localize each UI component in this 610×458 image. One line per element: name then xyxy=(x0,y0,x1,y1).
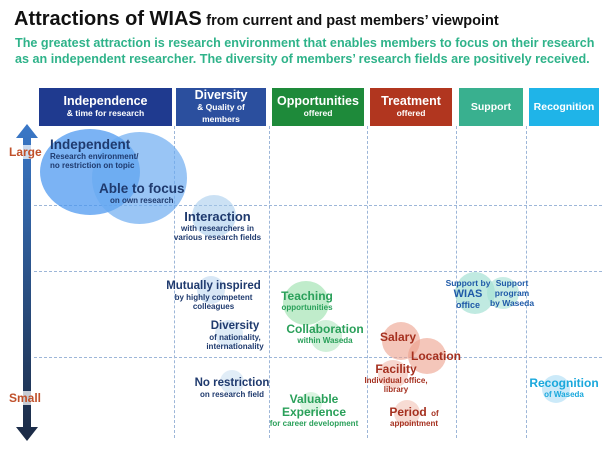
item-title: Diversity xyxy=(210,320,260,332)
column-header-support: Support xyxy=(459,88,523,126)
bubble-collaboration xyxy=(310,320,342,352)
bubble-location xyxy=(408,338,446,374)
column-title: Support xyxy=(470,101,512,113)
bubble-valuable xyxy=(300,392,322,414)
item-title: Independent xyxy=(50,137,131,152)
item-detail: on own research xyxy=(109,196,174,205)
item-detail: internationality xyxy=(206,342,264,351)
item-title: Location xyxy=(411,349,461,363)
item-facility: Facility Individual office, library xyxy=(360,362,432,395)
item-title: office xyxy=(455,300,480,310)
column-header-opportunities: Opportunities offered xyxy=(272,88,364,126)
column-title: Diversity xyxy=(194,88,248,102)
item-detail: with researchers in xyxy=(181,224,254,233)
bubble-teaching xyxy=(283,281,329,325)
grid-divider xyxy=(174,126,175,438)
column-title: Recognition xyxy=(533,101,595,113)
item-diversity: Diversity of nationality, internationali… xyxy=(200,320,270,351)
item-title: Period xyxy=(389,405,427,419)
item-collaboration: Collaboration within Waseda xyxy=(283,322,367,346)
bubble-diversity xyxy=(215,320,243,348)
column-header-recognition: Recognition xyxy=(529,88,599,126)
item-title: Interaction xyxy=(184,209,251,224)
item-title: Recognition xyxy=(529,376,599,390)
item-title: Facility xyxy=(375,362,417,376)
column-title: Opportunities xyxy=(277,94,359,108)
column-subtitle: & time for research xyxy=(66,108,145,118)
item-focus: Able to focus on own research xyxy=(99,181,185,205)
grid-divider xyxy=(34,357,602,358)
grid-divider xyxy=(367,126,368,438)
item-title: No restriction xyxy=(194,377,270,389)
bubble-mutual xyxy=(197,276,225,304)
column-subtitle: offered xyxy=(396,108,426,118)
item-mutual: Mutually inspired by highly competent co… xyxy=(156,280,271,311)
column-header-independence: Independence & time for research xyxy=(39,88,172,126)
bubble-support-program xyxy=(487,277,519,309)
item-independent: Independent Research environment/ no res… xyxy=(50,137,138,170)
item-detail: on research field xyxy=(199,390,265,399)
item-title: Salary xyxy=(380,330,417,344)
bubble-interaction xyxy=(192,195,236,237)
item-support-office: Support by WIAS office xyxy=(440,278,496,310)
item-detail: Individual office, xyxy=(364,376,428,385)
grid-divider xyxy=(269,126,270,438)
item-detail: various research fields xyxy=(173,233,262,242)
item-period: Period of appointment xyxy=(378,405,450,429)
item-title: Mutually inspired xyxy=(166,280,261,292)
item-detail: library xyxy=(383,385,409,394)
grid-divider xyxy=(34,271,602,272)
grid-divider xyxy=(34,205,602,206)
item-norestriction: No restriction on research field xyxy=(184,377,280,399)
column-header-diversity: Diversity & Quality of members xyxy=(176,88,266,126)
column-title: Treatment xyxy=(381,94,441,108)
axis-label-small: Small xyxy=(9,391,42,405)
column-subtitle: offered xyxy=(303,108,333,118)
title-rest: from current and past members’ viewpoint xyxy=(206,13,499,29)
item-detail: program xyxy=(494,288,530,298)
grid-divider xyxy=(526,126,527,438)
item-teaching: Teaching opportunities xyxy=(272,289,342,313)
item-location: Location xyxy=(411,350,461,363)
bubble-recognition xyxy=(542,375,570,403)
item-valuable: Valuable Experience for career developme… xyxy=(264,392,364,429)
item-detail: within Waseda xyxy=(297,336,353,345)
bubble-focus xyxy=(92,132,187,224)
item-interaction: Interaction with researchers in various … xyxy=(170,209,265,243)
bubble-period xyxy=(394,400,420,426)
item-detail: no restriction on topic xyxy=(50,161,135,170)
axis-label-large: Large xyxy=(9,145,42,159)
item-detail: by Waseda xyxy=(489,298,535,308)
item-salary: Salary xyxy=(380,331,416,344)
item-title: Experience xyxy=(281,405,347,419)
item-title: Teaching xyxy=(281,289,333,303)
item-detail: Research environment/ xyxy=(50,152,139,161)
item-detail: of xyxy=(431,409,439,418)
item-title: Able to focus xyxy=(99,181,185,196)
item-detail: appointment xyxy=(390,419,438,428)
item-detail: Support xyxy=(495,278,529,288)
item-detail: by highly competent xyxy=(174,293,253,302)
item-title: Valuable xyxy=(289,392,339,406)
subtitle: The greatest attraction is research envi… xyxy=(15,36,595,66)
title-main: Attractions of WIAS xyxy=(14,8,202,30)
bubble-facility xyxy=(378,360,408,388)
item-title: WIAS xyxy=(453,288,483,300)
item-recognition: Recognition of Waseda xyxy=(524,376,604,400)
scale-arrow-icon xyxy=(16,124,38,441)
column-subtitle: & Quality of members xyxy=(197,102,245,124)
page-title: Attractions of WIAS from current and pas… xyxy=(14,8,499,31)
item-detail: colleagues xyxy=(192,302,235,311)
item-detail: of Waseda xyxy=(544,390,584,399)
bubble-norestriction xyxy=(220,370,244,394)
item-detail: opportunities xyxy=(281,303,333,312)
item-detail: of nationality, xyxy=(209,333,261,342)
item-detail: Support by xyxy=(445,278,491,288)
item-support-program: Support program by Waseda xyxy=(484,278,540,308)
item-detail: for career development xyxy=(269,419,359,428)
column-title: Independence xyxy=(63,94,148,108)
column-header-treatment: Treatment offered xyxy=(370,88,452,126)
item-title: Collaboration xyxy=(286,322,364,336)
